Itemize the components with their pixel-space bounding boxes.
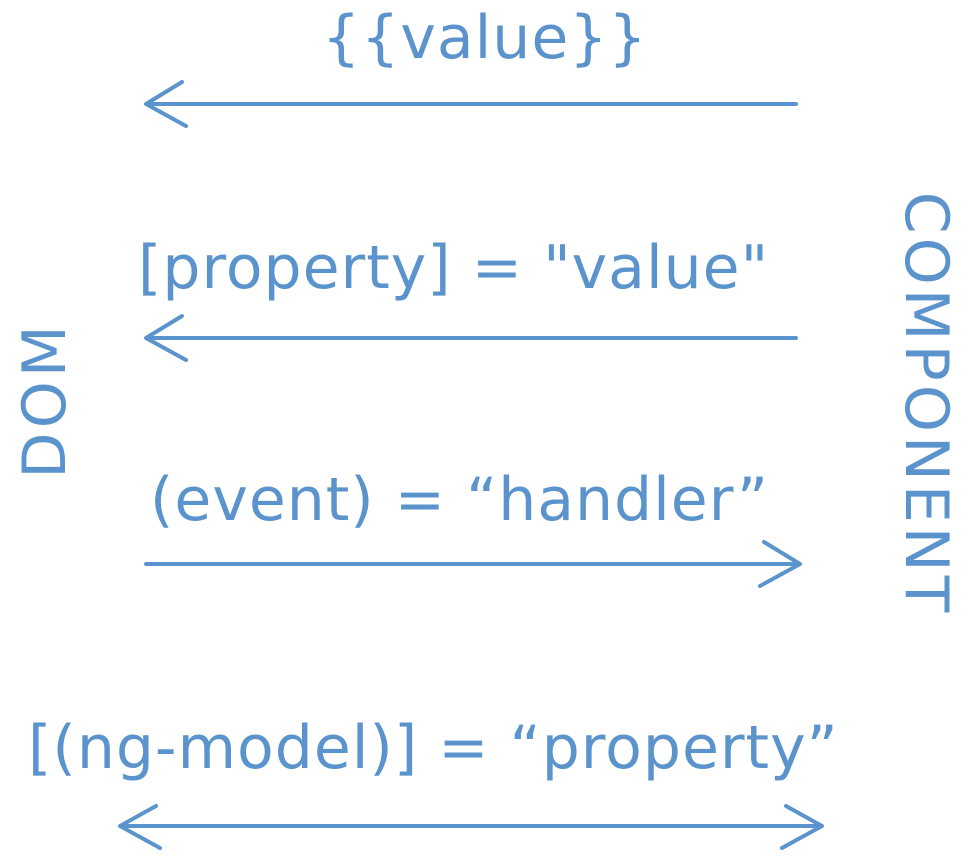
property-binding-arrow <box>144 314 798 362</box>
property-binding-label: [property] = "value" <box>138 233 770 303</box>
two-way-binding-arrow <box>118 804 824 850</box>
two-way-binding-arrow-head-right <box>780 804 824 850</box>
dom-side-label: DOM <box>10 321 80 479</box>
component-side-label: COMPONENT <box>891 191 961 617</box>
event-binding-arrow <box>144 540 802 588</box>
event-binding-arrow-head <box>758 540 802 588</box>
two-way-binding-label: [(ng-model)] = “property” <box>28 713 839 783</box>
property-binding-arrow-head <box>144 314 188 362</box>
event-binding-label: (event) = “handler” <box>150 465 769 535</box>
interpolation-arrow-head <box>144 80 188 128</box>
interpolation-label: {{value}} <box>322 3 648 73</box>
interpolation-arrow <box>144 80 798 128</box>
two-way-binding-arrow-head-left <box>118 804 162 850</box>
